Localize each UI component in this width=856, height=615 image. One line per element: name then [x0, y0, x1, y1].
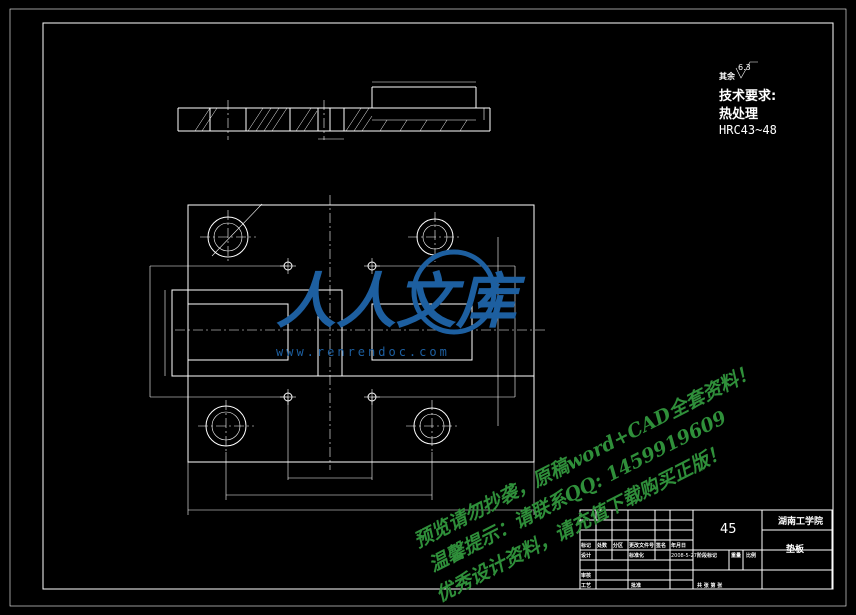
- rev-zone-label: 分区: [613, 542, 623, 549]
- watermark-url: www.renrendoc.com: [276, 345, 450, 359]
- rev-file-label: 更改文件号: [629, 542, 654, 549]
- approve-label: 批准: [631, 582, 641, 589]
- inner-frame: [42, 22, 834, 590]
- sheet-count-label: 共 张 第 张: [697, 582, 723, 589]
- section-view: [177, 81, 491, 140]
- part-name: 垫板: [786, 543, 805, 555]
- rev-date-label: 年月日: [671, 542, 686, 549]
- designer-label: 设计: [581, 552, 591, 559]
- material-value: 45: [720, 522, 737, 537]
- date-code: 2008-5-27: [671, 553, 697, 559]
- rev-mark-label: 标记: [580, 542, 591, 549]
- weight-label: 重量: [731, 552, 741, 559]
- outer-border: [9, 8, 847, 607]
- hardness-spec: HRC43~48: [719, 123, 777, 137]
- rev-sign-label: 签名: [655, 542, 666, 549]
- heat-treatment-label: 热处理: [719, 106, 758, 122]
- technical-notes: 其余 6.3 技术要求: 热处理 HRC43~48: [719, 61, 777, 137]
- rev-count-label: 处数: [596, 542, 608, 549]
- watermark-logo-text: 人人文库: [276, 267, 526, 337]
- process-label: 工艺: [581, 582, 591, 589]
- scale-label: 比例: [746, 552, 756, 559]
- standardization-label: 标准化: [628, 552, 644, 559]
- watermark-logo: 人人文库 www.renrendoc.com: [276, 249, 526, 359]
- school-name: 湖南工学院: [778, 515, 823, 527]
- roughness-label: 其余: [719, 71, 736, 81]
- stage-mark-label: 阶段标记: [697, 552, 717, 559]
- audit-label: 审核: [581, 572, 591, 579]
- title-block: 45 湖南工学院 垫板 标记 处数 分区 更改文件号 签名 年月日 设计 标准化…: [579, 509, 833, 590]
- plan-view: [149, 195, 545, 515]
- tech-requirements-title: 技术要求:: [719, 88, 776, 104]
- roughness-value: 6.3: [738, 63, 751, 72]
- watermark-line-2: 温馨提示：请联系QQ: 1459919609: [425, 407, 730, 577]
